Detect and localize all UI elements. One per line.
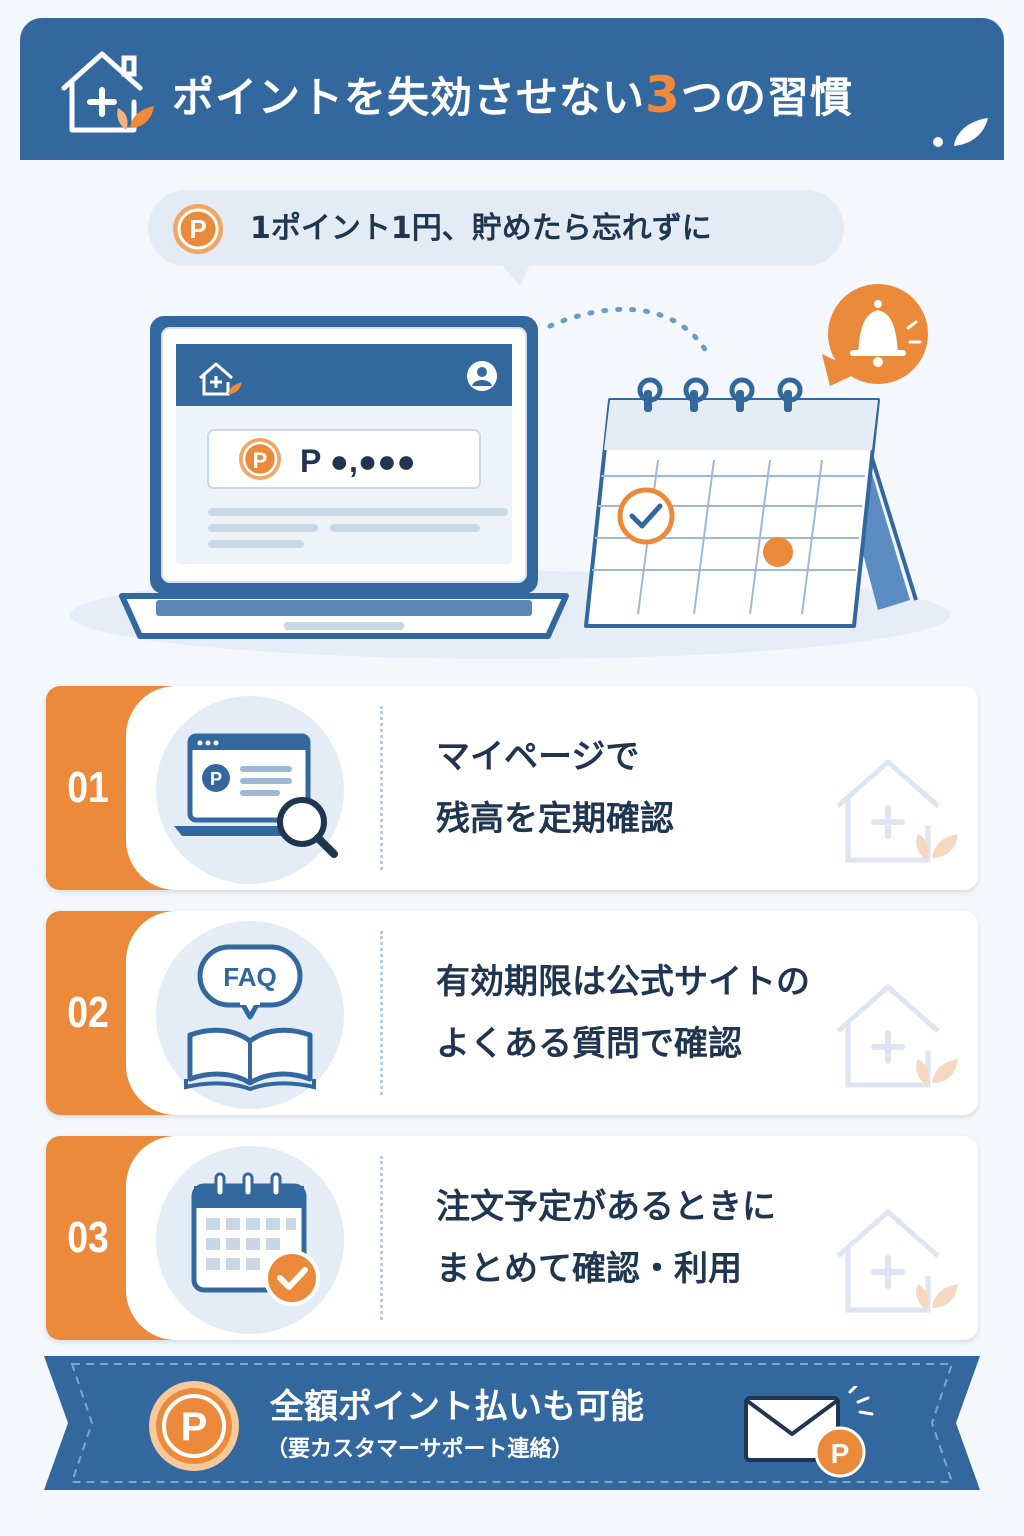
house-watermark-icon (836, 984, 958, 1088)
laptop-house-icon (199, 362, 242, 396)
bubble-tail (494, 256, 534, 286)
card-text: マイページで 残高を定期確認 (436, 726, 896, 850)
faq-book-icon: FAQ (184, 944, 316, 1091)
laptop-illustration: P P ●,●●● (119, 316, 569, 639)
svg-text:P: P (181, 1405, 208, 1449)
card-number: 01 (67, 763, 109, 812)
tip-text: 1ポイント1円、貯めたら忘れずに (250, 211, 712, 246)
house-watermark-icon (836, 759, 958, 863)
card-text: 注文予定があるときに まとめて確認・利用 (436, 1176, 896, 1300)
point-coin-icon: P (149, 1381, 239, 1471)
header-banner (20, 18, 1004, 160)
hero-illustration: P P ●,●●● (70, 284, 950, 659)
laptop-points-text: P ●,●●● (300, 443, 416, 479)
mail-icon: P (744, 1386, 874, 1478)
banner-subtitle: （要カスタマーサポート連絡） (266, 1437, 574, 1462)
habit-card-3: 03 注文予定があるときに まとめて確認・利用 (46, 1136, 978, 1340)
calendar-illustration (584, 377, 918, 628)
svg-text:P: P (210, 769, 222, 789)
svg-text:P: P (831, 1438, 850, 1469)
svg-text:FAQ: FAQ (223, 962, 276, 992)
card-divider (380, 1156, 383, 1320)
title-number: 3 (645, 66, 681, 124)
card-text: 有効期限は公式サイトの よくある質問で確認 (436, 951, 896, 1075)
card-text-line-2: 残高を定期確認 (436, 799, 674, 839)
page-title: ポイントを失効させない3つの習慣 (172, 66, 853, 124)
habit-card-1: 01 P マイページで 残高を定期確認 (46, 686, 978, 890)
laptop-search-icon: P (174, 733, 338, 858)
card-text-line-1: マイページで (436, 737, 640, 777)
card-divider (380, 706, 383, 870)
house-plus-icon (61, 51, 154, 133)
house-watermark-icon (836, 1209, 958, 1313)
card-text-line-1: 有効期限は公式サイトの (436, 962, 810, 1002)
leaf-icon (933, 118, 988, 147)
card-divider (380, 931, 383, 1095)
svg-text:P: P (189, 214, 206, 244)
card-text-line-2: まとめて確認・利用 (436, 1249, 742, 1289)
point-coin-icon: P (173, 204, 223, 254)
tip-bubble (148, 190, 844, 266)
card-number: 02 (67, 988, 109, 1037)
bell-icon (822, 284, 928, 386)
habit-card-2: 02 FAQ 有効期限は公式サイトの よくある質問で確認 (46, 911, 978, 1115)
card-number: 03 (67, 1213, 109, 1262)
calendar-check-icon (191, 1172, 320, 1306)
card-text-line-2: よくある質問で確認 (436, 1024, 742, 1064)
svg-text:P: P (253, 448, 268, 473)
card-text-line-1: 注文予定があるときに (436, 1187, 776, 1227)
banner-title: 全額ポイント払いも可能 (270, 1387, 644, 1427)
